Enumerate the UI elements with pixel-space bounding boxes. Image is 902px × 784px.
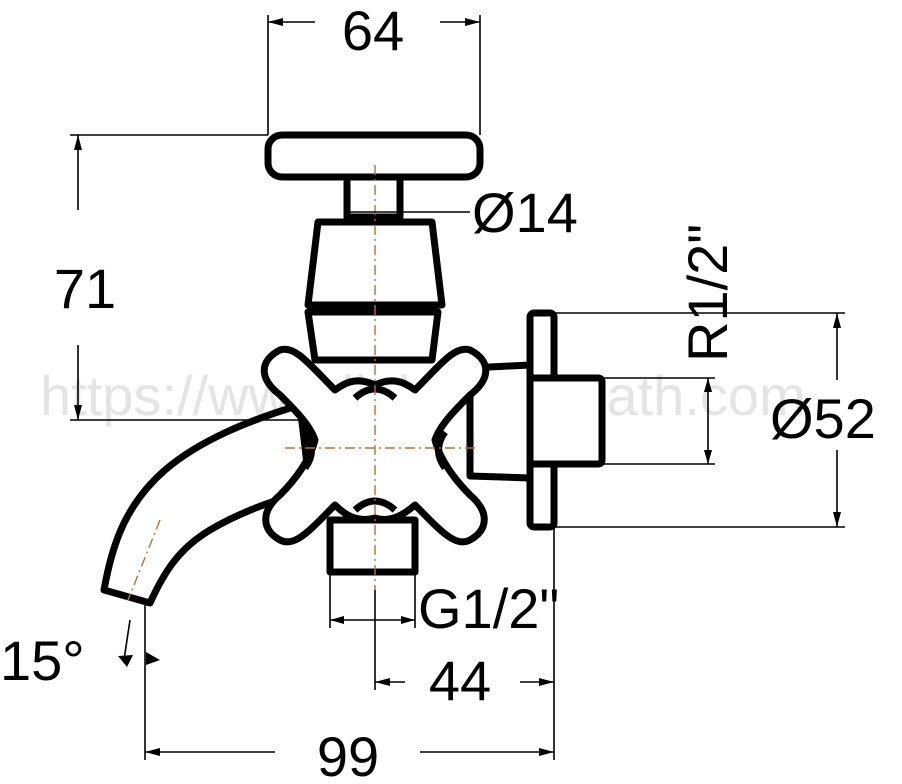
dim-15-label: 15° xyxy=(0,629,85,692)
dim-flange-diameter: Ø52 xyxy=(554,312,876,528)
dim-overall-length: 99 xyxy=(145,725,554,784)
handle-arc-right xyxy=(435,429,448,471)
dim-64-label: 64 xyxy=(342,0,404,62)
stem xyxy=(343,171,404,221)
dim-44-label: 44 xyxy=(429,649,491,712)
dim-g12-label: G1/2" xyxy=(418,577,559,640)
spout xyxy=(100,401,314,607)
body-connector xyxy=(466,361,534,482)
thread-nipple xyxy=(526,374,606,468)
dim-52-label: Ø52 xyxy=(770,387,876,450)
top-knob xyxy=(264,131,484,181)
center-lines xyxy=(127,165,475,601)
handle-arc-bottom xyxy=(352,497,398,513)
handle-arc-left xyxy=(302,429,315,471)
dim-r12-label: R1/2" xyxy=(676,224,739,362)
dim-stem-diameter: Ø14 xyxy=(347,181,578,244)
bonnet-lower xyxy=(304,308,442,364)
dim-99-label: 99 xyxy=(317,725,379,784)
dim-71-label: 71 xyxy=(54,257,116,320)
faucet-body xyxy=(100,131,606,607)
bonnet-upper xyxy=(304,218,446,309)
dim-height: 71 xyxy=(54,134,300,421)
dim-offset: 44 xyxy=(374,527,555,760)
bottom-outlet xyxy=(326,516,419,576)
dim-handle-width: 64 xyxy=(267,0,481,135)
dim-thread-r: R1/2" xyxy=(602,224,739,465)
dim-outlet-thread: G1/2" xyxy=(329,572,559,640)
spout-axis xyxy=(127,519,161,601)
dim-angle: 15° xyxy=(0,603,160,760)
dim-14-label: Ø14 xyxy=(472,181,578,244)
